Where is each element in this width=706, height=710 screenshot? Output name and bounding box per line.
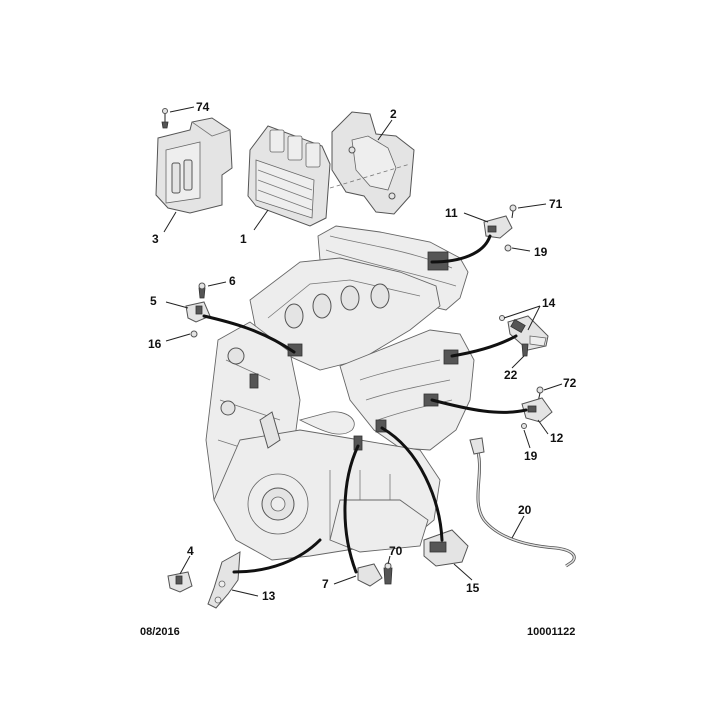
leader-lines [163, 106, 563, 597]
callout-5: 5 [150, 294, 157, 308]
callout-6: 6 [229, 274, 236, 288]
callout-70: 70 [389, 544, 403, 558]
part-19-clip-right [521, 423, 527, 429]
diagram-reference: 10001122 [527, 626, 575, 638]
callout-labels: 74 2 3 1 11 71 19 6 5 16 14 22 72 12 19 … [148, 100, 577, 603]
part-1-ecu [247, 125, 331, 227]
callout-3: 3 [152, 232, 159, 246]
part-71-screw [509, 204, 517, 219]
part-11-sensor [483, 215, 513, 239]
part-20-oxygen-sensor [469, 437, 576, 568]
part-12-sensor [521, 397, 553, 423]
callout-13: 13 [262, 589, 276, 603]
engine-block [205, 225, 475, 561]
part-19-clip-top [504, 244, 512, 252]
callout-19-top: 19 [534, 245, 548, 259]
connector-cam [287, 343, 303, 357]
callout-22: 22 [504, 368, 518, 382]
diagram-date: 08/2016 [140, 626, 180, 638]
part-7-sensor [357, 563, 383, 587]
part-15-sensor [423, 529, 469, 567]
connector-knock [249, 373, 259, 389]
part-6-bolt [198, 282, 206, 299]
callout-14: 14 [542, 296, 556, 310]
callout-4: 4 [187, 544, 194, 558]
callout-12: 12 [550, 431, 564, 445]
part-14-valve [499, 315, 549, 351]
callout-72: 72 [563, 376, 577, 390]
part-22-bolt [521, 343, 529, 357]
part-13-bracket [207, 551, 241, 609]
callout-16: 16 [148, 337, 162, 351]
part-5-sensor [185, 301, 211, 323]
callout-20: 20 [518, 503, 532, 517]
part-2-plate [329, 111, 415, 215]
harness-wires [202, 234, 528, 574]
part-16-seal [190, 330, 198, 338]
callout-71: 71 [549, 197, 563, 211]
part-3-bracket [155, 117, 233, 214]
connector-front [375, 419, 387, 433]
callout-74: 74 [196, 100, 210, 114]
callout-15: 15 [466, 581, 480, 595]
callout-11: 11 [445, 206, 458, 220]
part-70-bolt [383, 562, 393, 585]
connector-manifold [353, 435, 363, 451]
callout-2: 2 [390, 107, 397, 121]
callout-19-right: 19 [524, 449, 538, 463]
part-4-sensor [167, 571, 193, 593]
callout-7: 7 [322, 577, 329, 591]
part-74-screw [161, 108, 169, 129]
callout-1: 1 [240, 232, 247, 246]
